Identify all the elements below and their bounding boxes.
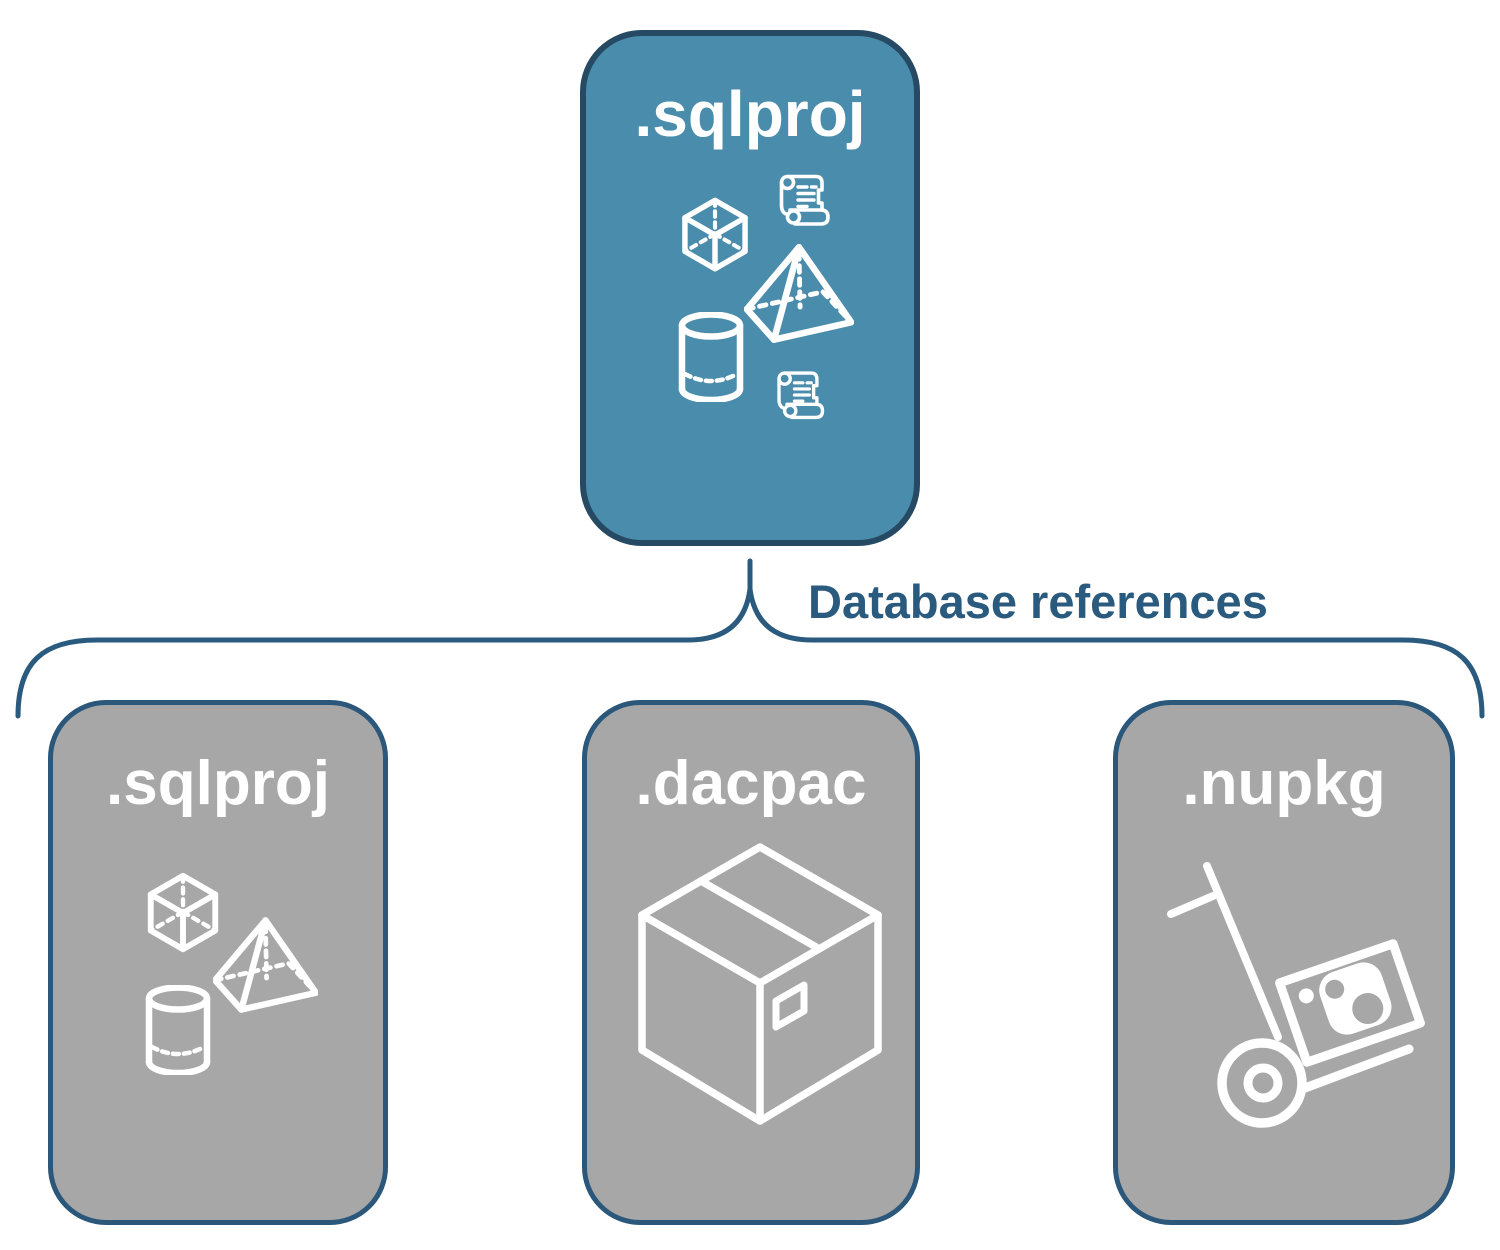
package-box-icon [638,843,882,1127]
node-title: .sqlproj [634,78,866,150]
node-title: .dacpac [635,749,867,818]
node-dacpac: .dacpac [582,700,920,1225]
connector-label: Database references [808,575,1268,628]
node-nupkg: .nupkg [1113,700,1455,1225]
node-sqlproj-child: .sqlproj [48,700,388,1225]
nuget-handtruck-icon [1155,845,1485,1175]
cylinder-icon [143,985,213,1075]
node-title: .nupkg [1182,749,1386,818]
node-title: .sqlproj [106,749,330,818]
node-sqlproj-root: .sqlproj [580,30,920,546]
pyramid-icon [213,917,318,1014]
